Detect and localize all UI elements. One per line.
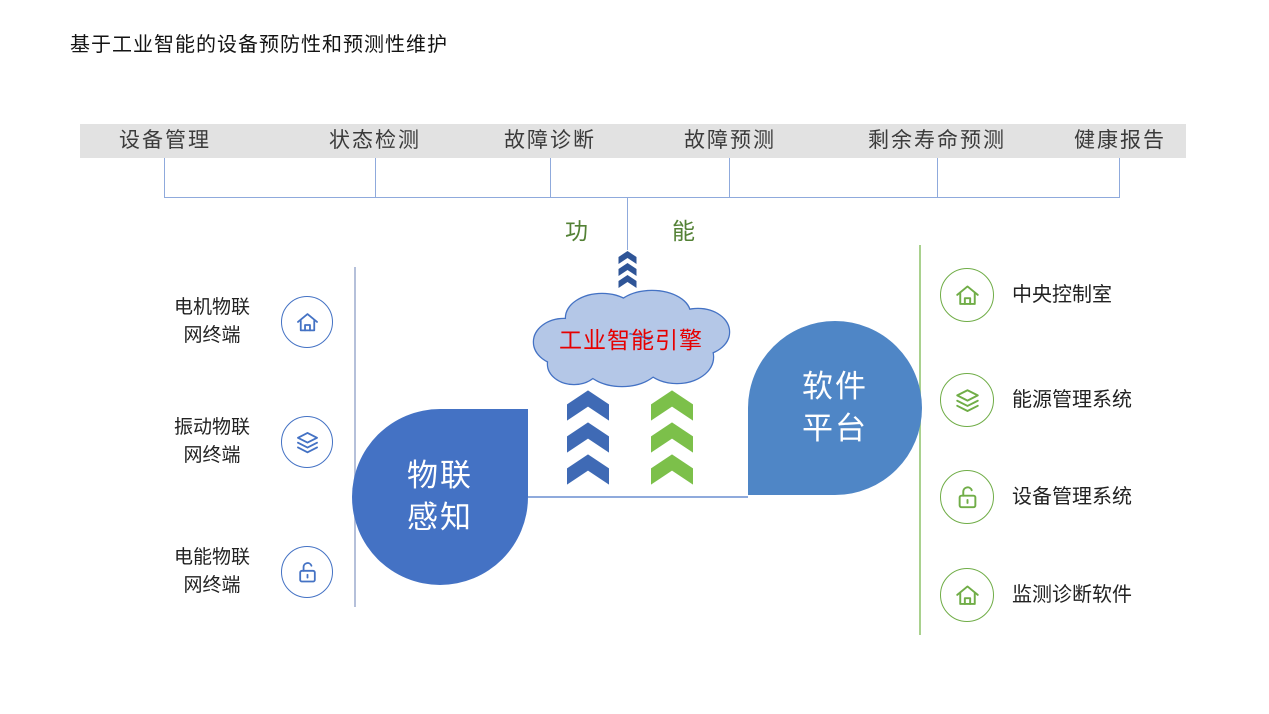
home-icon: [296, 312, 318, 331]
chevron-stack-top: [617, 251, 638, 288]
chevron-stack-green: [651, 390, 693, 485]
chevron-up-icon: [567, 422, 609, 453]
iot-perception-node: 物联 感知: [352, 409, 528, 585]
software-platform-node: 软件 平台: [748, 321, 922, 495]
terminal-label: 振动物联 网终端: [147, 414, 277, 470]
system-label: 监测诊断软件: [1012, 584, 1132, 606]
node-label-line: 物联: [407, 458, 473, 493]
connector-line: [375, 158, 376, 197]
chevron-stack-blue: [567, 390, 609, 485]
home-icon: [955, 584, 979, 605]
chevron-up-icon: [651, 422, 693, 453]
node-label-line: 感知: [407, 500, 473, 535]
connector-line: [937, 158, 938, 197]
left-divider-line: [354, 267, 356, 607]
function-caption: 功 能: [565, 212, 695, 246]
system-label: 设备管理系统: [1012, 486, 1132, 508]
right-divider-line: [919, 245, 921, 635]
function-bar: 设备管理 状态检测 故障诊断 故障预测 剩余寿命预测 健康报告: [80, 124, 1186, 158]
function-bar-item: 故障预测: [684, 129, 776, 152]
home-icon: [955, 284, 979, 305]
connector-line: [627, 197, 628, 250]
unlock-icon: [958, 485, 976, 508]
unlock-icon: [298, 561, 316, 582]
terminal-label-line: 网终端: [183, 445, 241, 466]
node-label-line: 平台: [802, 411, 868, 446]
system-icon-badge: [940, 268, 994, 322]
terminal-label-line: 振动物联: [173, 417, 250, 438]
chevron-up-icon: [567, 454, 609, 485]
system-label: 中央控制室: [1012, 284, 1112, 306]
connector-line: [1119, 158, 1120, 197]
node-label-line: 软件: [802, 369, 868, 404]
chevron-up-icon: [651, 390, 693, 421]
chevron-up-icon: [567, 390, 609, 421]
system-icon-badge: [940, 568, 994, 622]
engine-cloud: [522, 280, 740, 395]
chevron-up-icon: [618, 263, 637, 276]
terminal-icon-badge: [281, 546, 333, 598]
system-label: 能源管理系统: [1012, 389, 1132, 411]
function-bar-item: 故障诊断: [504, 129, 596, 152]
layers-icon: [955, 388, 979, 412]
connector-line: [550, 158, 551, 197]
engine-label: 工业智能引擎: [559, 326, 703, 353]
connector-line: [164, 158, 165, 197]
function-bar-item: 状态检测: [329, 129, 421, 152]
node-connector-line: [528, 496, 748, 498]
system-icon-badge: [940, 373, 994, 427]
terminal-label: 电能物联 网终端: [147, 544, 277, 600]
function-caption-right: 能: [672, 218, 695, 244]
terminal-icon-badge: [281, 416, 333, 468]
terminal-icon-badge: [281, 296, 333, 348]
function-caption-left: 功: [565, 218, 588, 244]
function-bar-item: 剩余寿命预测: [868, 129, 1006, 152]
layers-icon: [296, 431, 318, 453]
function-bar-item: 设备管理: [119, 129, 211, 152]
function-bar-item: 健康报告: [1074, 129, 1166, 152]
connector-line: [729, 158, 730, 197]
terminal-label-line: 电能物联: [173, 547, 250, 568]
terminal-label: 电机物联 网终端: [147, 294, 277, 350]
terminal-label-line: 网终端: [183, 325, 241, 346]
chevron-up-icon: [618, 251, 637, 264]
terminal-label-line: 电机物联: [173, 297, 250, 318]
terminal-label-line: 网终端: [183, 575, 241, 596]
cloud-icon: [532, 289, 731, 388]
system-icon-badge: [940, 470, 994, 524]
connector-line: [164, 197, 1120, 198]
page-title: 基于工业智能的设备预防性和预测性维护: [70, 34, 448, 56]
chevron-up-icon: [651, 454, 693, 485]
chevron-up-icon: [618, 275, 637, 288]
